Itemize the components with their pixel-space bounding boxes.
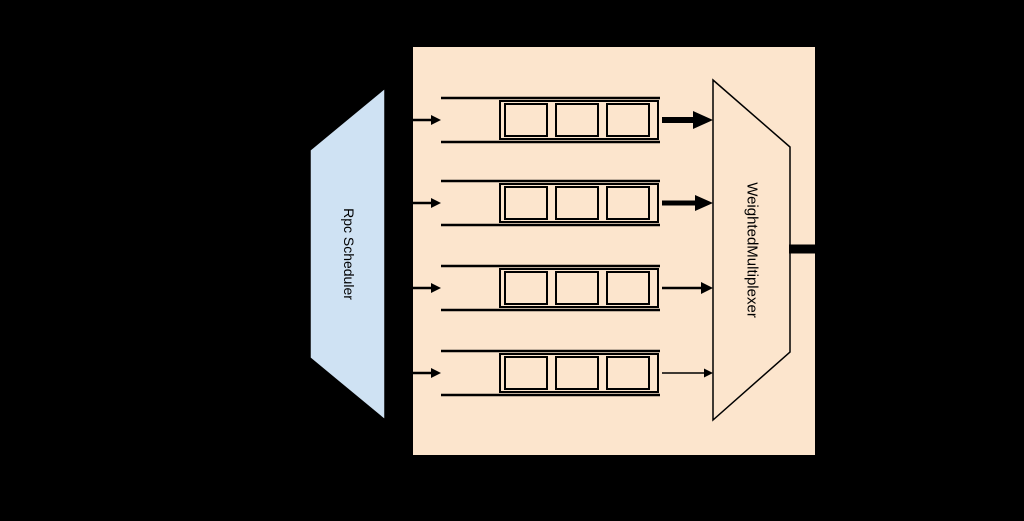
queue-row-4 xyxy=(441,349,660,397)
weighted-multiplexer-shape xyxy=(712,78,791,422)
rpc-scheduler-label: Rpc Scheduler xyxy=(341,208,357,300)
queue-item-box xyxy=(499,100,659,140)
queue-slot xyxy=(555,271,599,305)
queue-row-2 xyxy=(441,179,660,227)
input-arrows xyxy=(410,115,441,378)
output-arrow-2-head xyxy=(695,195,713,211)
queue-slot xyxy=(504,186,548,220)
queue-slot xyxy=(555,186,599,220)
queue-item-box xyxy=(499,353,659,393)
input-arrow-2-head xyxy=(431,198,441,208)
queue-slot xyxy=(504,103,548,137)
queue-item-box xyxy=(499,183,659,223)
queue-item-box xyxy=(499,268,659,308)
weighted-multiplexer-label: WeightedMultiplexer xyxy=(744,182,761,318)
queue-slot xyxy=(606,186,650,220)
output-arrow-3-head xyxy=(701,282,713,294)
rpc-scheduler: Rpc Scheduler xyxy=(309,86,386,422)
queue-row-3 xyxy=(441,264,660,312)
input-arrow-3-head xyxy=(431,283,441,293)
queue-slot xyxy=(606,271,650,305)
weighted-multiplexer: WeightedMultiplexer xyxy=(712,78,791,422)
queue-slot xyxy=(606,103,650,137)
queue-slot xyxy=(606,356,650,390)
output-arrows xyxy=(662,111,713,378)
output-arrow-1-head xyxy=(693,111,713,129)
queue-slot xyxy=(504,271,548,305)
queue-slot xyxy=(555,356,599,390)
queue-slot xyxy=(504,356,548,390)
output-arrow-4-head xyxy=(704,368,713,378)
input-arrow-4-head xyxy=(431,368,441,378)
rpc-scheduler-shape xyxy=(309,86,386,422)
queue-row-1 xyxy=(441,96,660,144)
queue-slot xyxy=(555,103,599,137)
input-arrow-1-head xyxy=(431,115,441,125)
